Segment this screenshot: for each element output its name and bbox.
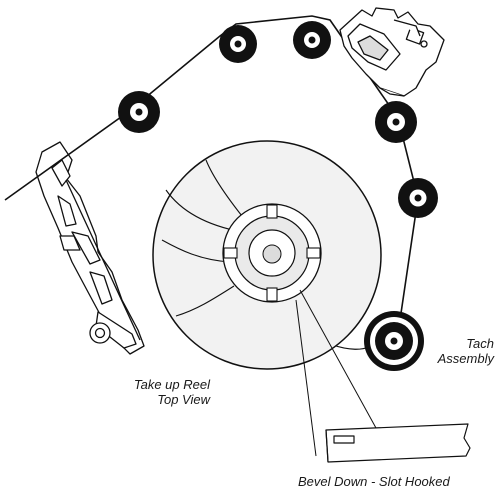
guide-rollers	[118, 21, 438, 218]
reel-spindle	[262, 244, 282, 264]
take-up-reel-label-line1: Take up Reel	[133, 377, 210, 392]
bevel-down-label: Bevel Down - Slot Hooked	[298, 474, 450, 489]
guide-roller	[375, 101, 417, 143]
tach-assembly-label-line2: Assembly	[437, 351, 494, 366]
bevel-down-label-text: Bevel Down - Slot Hooked	[298, 474, 450, 489]
hub-spoke	[306, 247, 321, 259]
tape-head-assembly	[339, 7, 445, 97]
reel-slot	[333, 435, 355, 444]
reel-slot-detail	[325, 423, 471, 463]
guide-roller	[398, 178, 438, 218]
hub-spoke	[266, 204, 278, 219]
reel-spiral-arm	[175, 285, 235, 317]
tach-assembly-roller	[364, 311, 424, 371]
guide-roller	[293, 21, 331, 59]
tach-assembly-label: Tach Assembly	[432, 336, 494, 366]
tach-assembly-label-line1: Tach	[466, 336, 494, 351]
take-up-reel-label-line2: Top View	[157, 392, 210, 407]
supply-mechanism	[35, 141, 145, 355]
guide-roller	[118, 91, 160, 133]
hub-spoke	[223, 247, 238, 259]
tape-path	[4, 15, 419, 341]
callout-lines	[295, 289, 377, 457]
reel-spiral-arm	[161, 239, 231, 263]
take-up-reel-label: Take up Reel Top View	[118, 377, 210, 407]
take-up-reel	[152, 140, 382, 370]
hub-spoke	[266, 287, 278, 302]
guide-roller	[219, 25, 257, 63]
